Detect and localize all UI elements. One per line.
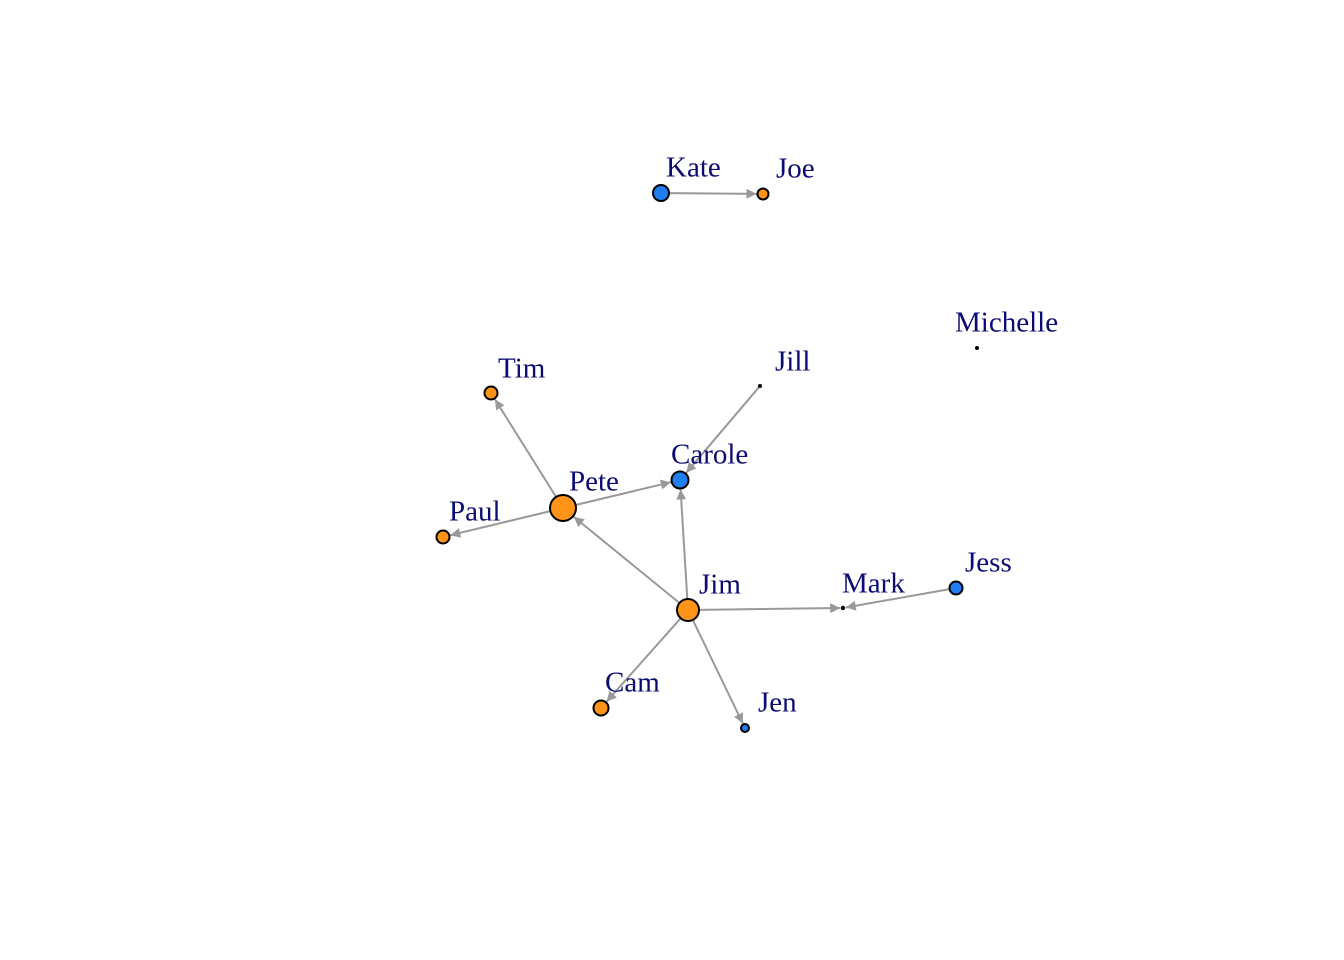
edge-pete-to-tim <box>494 398 557 498</box>
node-label-joe: Joe <box>776 153 815 185</box>
node-label-jim: Jim <box>699 569 741 601</box>
node-paul <box>435 529 451 545</box>
edge-pete-to-paul <box>450 510 551 538</box>
edge-jim-to-pete <box>573 516 681 604</box>
node-label-mark: Mark <box>842 568 905 600</box>
node-label-jess: Jess <box>965 547 1012 579</box>
node-label-kate: Kate <box>666 152 721 184</box>
node-jen <box>740 723 750 733</box>
edge-jim-to-carole <box>676 489 689 600</box>
node-jim <box>676 598 700 622</box>
edge-jim-to-mark <box>698 603 841 614</box>
node-label-michelle: Michelle <box>955 307 1058 339</box>
node-label-tim: Tim <box>498 353 546 385</box>
node-pete <box>549 494 577 522</box>
node-jess <box>948 580 964 596</box>
nodes-layer <box>435 184 980 733</box>
node-label-paul: Paul <box>449 496 501 528</box>
node-jill <box>758 383 763 388</box>
edge-kate-to-joe <box>668 188 757 199</box>
edge-jim-to-jen <box>691 619 744 724</box>
node-label-jill: Jill <box>775 346 810 378</box>
node-tim <box>483 385 499 401</box>
node-kate <box>652 184 670 202</box>
edge-jim-to-cam <box>605 617 682 703</box>
node-label-pete: Pete <box>569 466 619 498</box>
node-joe <box>756 187 770 201</box>
node-cam <box>592 699 610 717</box>
node-label-cam: Cam <box>605 667 660 699</box>
edge-pete-to-carole <box>575 479 672 506</box>
node-michelle <box>975 345 980 350</box>
edges-layer <box>450 188 950 724</box>
node-label-jen: Jen <box>758 687 797 719</box>
edge-jill-to-carole <box>685 386 760 474</box>
node-label-carole: Carole <box>671 439 748 471</box>
node-carole <box>670 470 690 490</box>
node-mark <box>840 605 846 611</box>
edge-jess-to-mark <box>845 588 950 611</box>
